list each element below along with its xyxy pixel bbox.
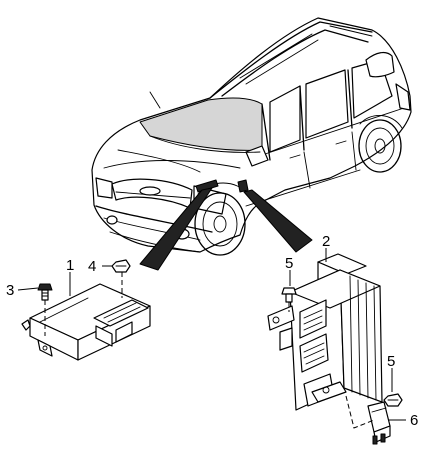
- connection-line: [345, 395, 375, 429]
- callout-4: 4: [88, 258, 96, 275]
- location-pointer-left: [139, 187, 213, 271]
- relay-part-6: [367, 401, 391, 445]
- body-control-module-part-2: [267, 253, 383, 411]
- callout-5-upper: 5: [285, 255, 293, 272]
- suv-vehicle-illustration: [91, 17, 412, 256]
- leader-line-3: [17, 287, 39, 291]
- bolt-part-5-upper: [281, 287, 297, 312]
- screw-part-3: [37, 283, 53, 336]
- location-pointer-right: [243, 189, 313, 253]
- callout-6: 6: [410, 412, 418, 429]
- callout-3: 3: [6, 282, 14, 299]
- smart-key-unit-location-marker: [195, 179, 219, 193]
- callout-2: 2: [322, 233, 330, 250]
- nut-part-4: [111, 259, 131, 298]
- control-module-part-1: [21, 283, 151, 361]
- body-control-module-location-marker: [237, 179, 249, 193]
- callout-5-lower: 5: [387, 353, 395, 370]
- callout-1: 1: [66, 257, 74, 274]
- bolt-part-5-lower: [383, 393, 403, 407]
